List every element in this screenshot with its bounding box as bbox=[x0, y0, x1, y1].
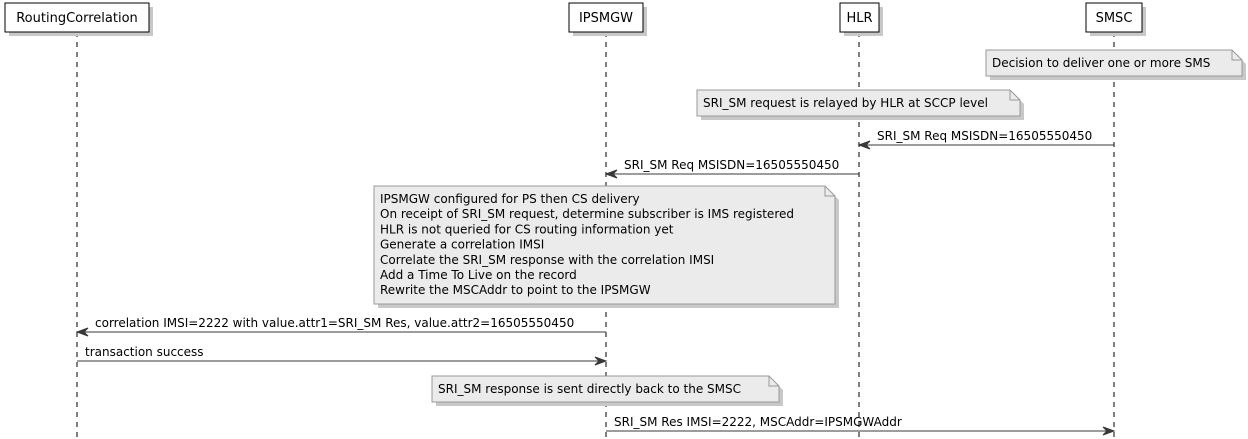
participant-smsc: SMSC bbox=[1085, 2, 1146, 36]
note-body bbox=[431, 375, 780, 403]
note-relay: SRI_SM request is relayed by HLR at SCCP… bbox=[696, 89, 1024, 120]
note-line: Correlate the SRI_SM response with the c… bbox=[380, 253, 714, 267]
message-sri-res: SRI_SM Res IMSI=2222, MSCAddr=IPSMGWAddr bbox=[606, 415, 1116, 436]
arrow-head bbox=[1102, 426, 1116, 436]
note-line: Rewrite the MSCAddr to point to the IPSM… bbox=[380, 283, 651, 297]
message-correlation: correlation IMSI=2222 with value.attr1=S… bbox=[75, 316, 606, 337]
message-label: SRI_SM Req MSISDN=16505550450 bbox=[877, 129, 1092, 143]
note-line: Decision to deliver one or more SMS bbox=[992, 56, 1210, 70]
participants: RoutingCorrelation IPSMGW HLR SMSC bbox=[4, 2, 1146, 36]
note-line: SRI_SM response is sent directly back to… bbox=[438, 382, 741, 396]
note-body bbox=[373, 185, 836, 305]
participant-label: SMSC bbox=[1096, 11, 1133, 26]
message-txn-success: transaction success bbox=[77, 345, 608, 366]
note-body bbox=[985, 49, 1243, 77]
note-line: On receipt of SRI_SM request, determine … bbox=[380, 207, 794, 221]
note-body bbox=[696, 89, 1021, 117]
participant-box bbox=[839, 2, 880, 33]
message-sri-req-2: SRI_SM Req MSISDN=16505550450 bbox=[604, 158, 859, 179]
participant-box bbox=[4, 2, 150, 33]
participant-label: HLR bbox=[846, 11, 872, 26]
message-label: transaction success bbox=[85, 345, 204, 359]
arrow-head bbox=[594, 356, 608, 366]
note-sent-back: SRI_SM response is sent directly back to… bbox=[431, 375, 783, 406]
note-line: IPSMGW configured for PS then CS deliver… bbox=[380, 192, 640, 206]
note-fold bbox=[768, 376, 779, 387]
note-fold bbox=[824, 186, 835, 197]
message-label: correlation IMSI=2222 with value.attr1=S… bbox=[95, 316, 574, 330]
message-label: SRI_SM Res IMSI=2222, MSCAddr=IPSMGWAddr bbox=[614, 415, 902, 429]
arrow-head bbox=[75, 327, 89, 337]
note-line: Add a Time To Live on the record bbox=[380, 268, 577, 282]
note-config: IPSMGW configured for PS then CS deliver… bbox=[373, 185, 839, 308]
participant-label: RoutingCorrelation bbox=[16, 11, 138, 26]
message-sri-req-1: SRI_SM Req MSISDN=16505550450 bbox=[857, 129, 1114, 150]
arrow-head bbox=[857, 140, 871, 150]
participant-label: IPSMGW bbox=[579, 11, 633, 26]
notes: Decision to deliver one or more SMS SRI_S… bbox=[373, 49, 1246, 406]
note-line: HLR is not queried for CS routing inform… bbox=[380, 222, 674, 236]
message-label: SRI_SM Req MSISDN=16505550450 bbox=[624, 158, 839, 172]
note-line: Generate a correlation IMSI bbox=[380, 238, 544, 252]
participant-hlr: HLR bbox=[839, 2, 883, 36]
note-fold bbox=[1231, 50, 1242, 61]
participant-box bbox=[568, 2, 644, 33]
participant-box bbox=[1085, 2, 1143, 33]
arrow-head bbox=[604, 169, 618, 179]
note-line: SRI_SM request is relayed by HLR at SCCP… bbox=[703, 96, 988, 110]
note-fold bbox=[1009, 90, 1020, 101]
participant-rc: RoutingCorrelation bbox=[4, 2, 153, 36]
note-decision: Decision to deliver one or more SMS bbox=[985, 49, 1246, 80]
participant-ipsmgw: IPSMGW bbox=[568, 2, 647, 36]
